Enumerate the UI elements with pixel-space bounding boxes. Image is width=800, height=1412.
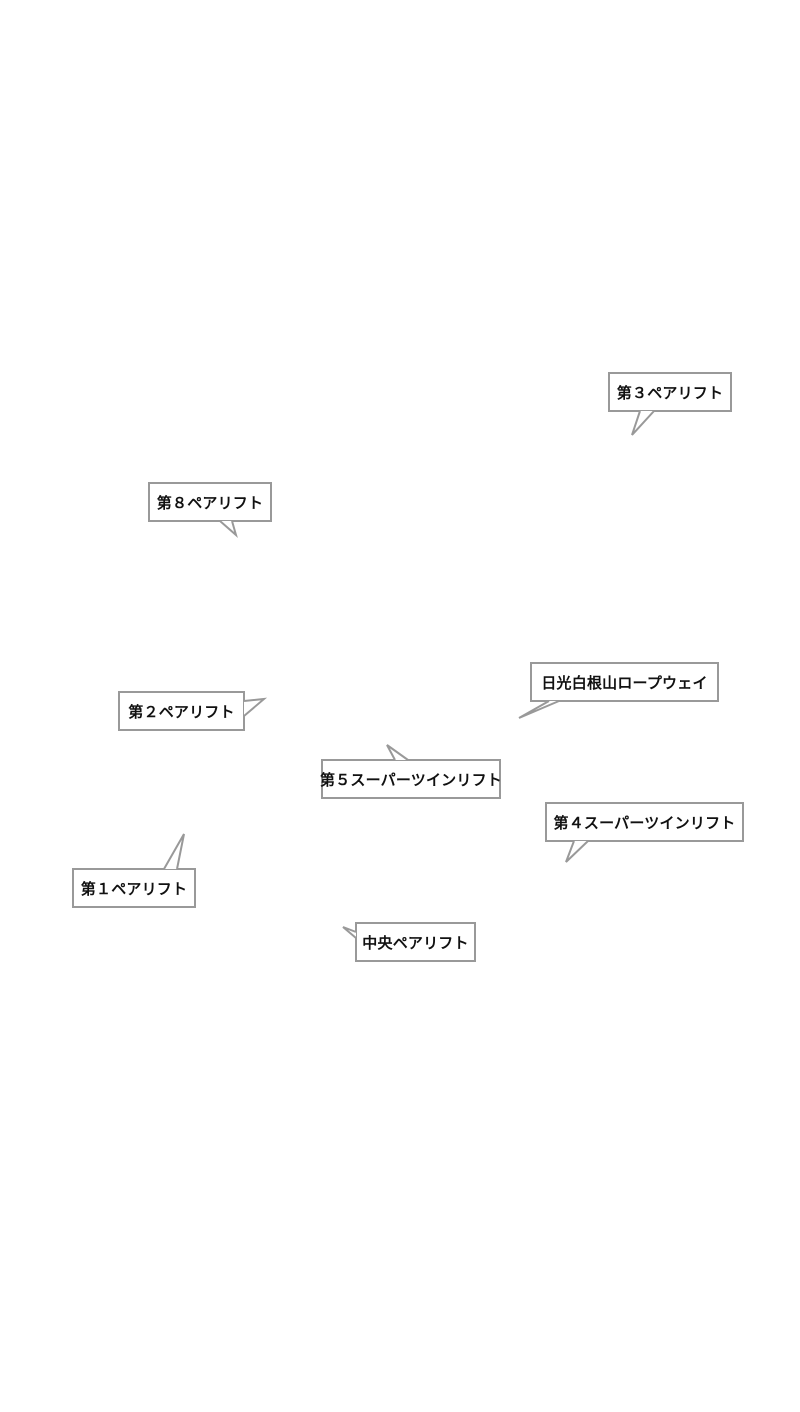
callout-label: 日光白根山ロープウェイ (530, 662, 719, 702)
callout-label: 第５スーパーツインリフト (320, 759, 502, 799)
callout-label: 第２ペアリフト (118, 691, 245, 731)
callout-label: 第８ペアリフト (148, 482, 272, 522)
callout-label: 第４スーパーツインリフト (545, 802, 744, 842)
callout-label: 第１ペアリフト (72, 868, 196, 908)
callout-label: 第３ペアリフト (608, 372, 732, 412)
callout-label: 中央ペアリフト (355, 922, 476, 962)
